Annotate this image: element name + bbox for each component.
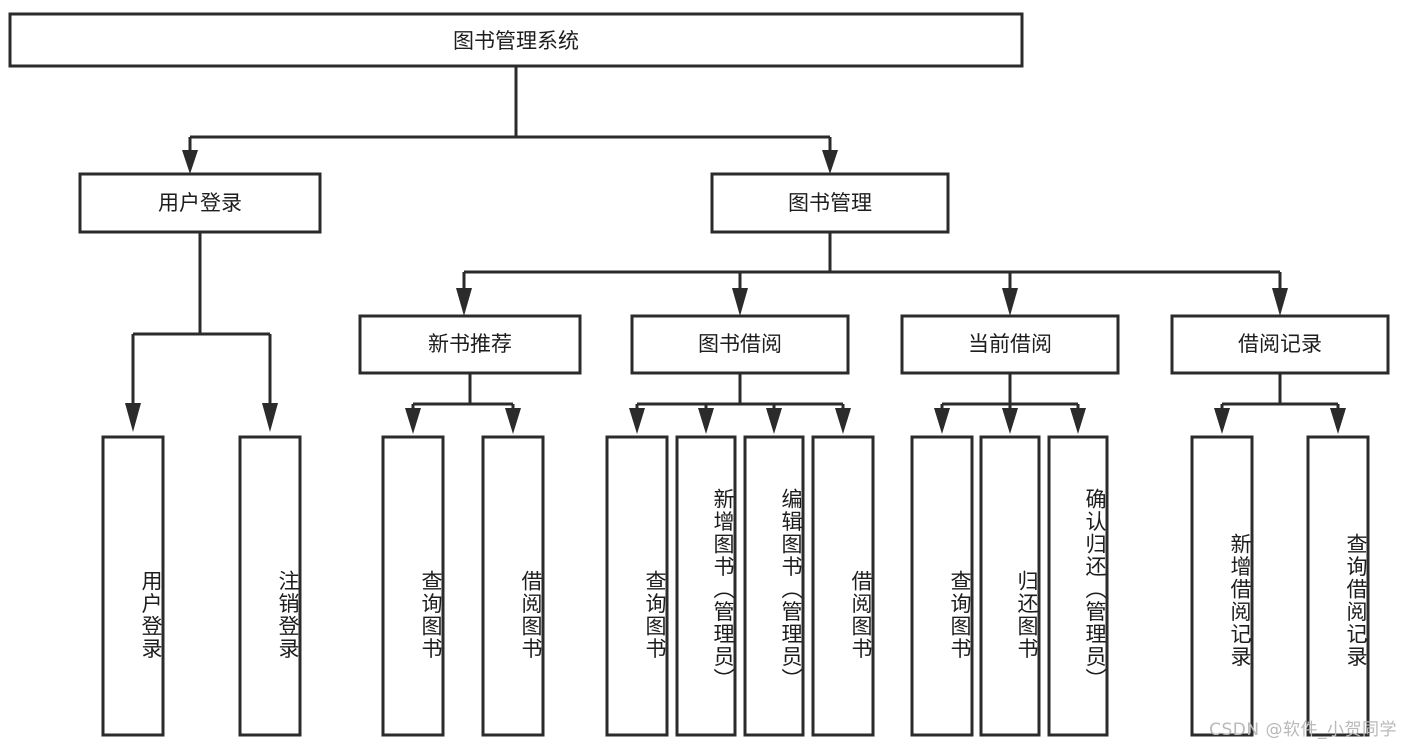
node-box-leaf-book-borrow-1[interactable] (605, 435, 669, 737)
node-box-borrow-records[interactable] (1170, 314, 1390, 375)
connector-group-root (182, 66, 838, 174)
arrow-current-borrow-leaf-1 (934, 408, 950, 434)
arrow-book-borrow-leaf-4 (835, 408, 851, 434)
node-box-leaf-new-book-2[interactable] (481, 435, 545, 737)
node-box-leaf-new-book-1[interactable] (381, 435, 445, 737)
node-label-book-management: 图书管理 (788, 191, 872, 215)
connector-group-new-book (405, 373, 521, 434)
node-label-root: 图书管理系统 (453, 29, 579, 53)
arrow-new-book-leaf-1 (405, 408, 421, 434)
connector-group-current-borrow (934, 373, 1086, 434)
node-label-borrow-records: 借阅记录 (1238, 332, 1322, 356)
node-label-user-login: 用户登录 (158, 191, 242, 215)
arrow-user-login-leaf-1 (125, 403, 141, 432)
node-label-new-book-recommend: 新书推荐 (428, 332, 512, 356)
arrow-user-login-leaf-2 (262, 403, 278, 432)
node-box-leaf-book-borrow-4[interactable] (811, 435, 875, 737)
node-box-leaf-user-login-2[interactable] (238, 435, 302, 737)
arrow-book-mgmt-to-records (1272, 288, 1288, 316)
arrow-root-to-user-login (182, 150, 198, 174)
arrow-book-borrow-leaf-2 (698, 408, 714, 434)
node-box-leaf-book-borrow-2[interactable] (675, 435, 737, 737)
arrow-root-to-book-mgmt (822, 150, 838, 174)
connector-group-book-borrow (629, 373, 851, 434)
arrow-current-borrow-leaf-2 (1002, 408, 1018, 434)
node-box-leaf-current-borrow-2[interactable] (979, 435, 1041, 737)
arrow-new-book-leaf-2 (505, 408, 521, 434)
node-box-leaf-book-borrow-3[interactable] (743, 435, 805, 737)
arrow-book-borrow-leaf-1 (629, 408, 645, 434)
arrow-book-mgmt-to-new-book (456, 288, 472, 316)
node-box-new-book-recommend[interactable] (358, 314, 582, 375)
node-box-leaf-borrow-records-1[interactable] (1190, 435, 1254, 737)
arrow-book-borrow-leaf-3 (766, 408, 782, 434)
node-label-book-borrow: 图书借阅 (698, 332, 782, 356)
node-box-book-borrow[interactable] (630, 314, 850, 375)
connector-group-borrow-records (1214, 373, 1346, 434)
watermark-text: CSDN @软件_小贺同学 (1209, 720, 1397, 740)
connector-group-user-login (125, 232, 278, 432)
connector-group-book-mgmt (456, 232, 1288, 316)
node-box-book-management[interactable] (710, 172, 950, 234)
node-box-leaf-current-borrow-3[interactable] (1047, 435, 1109, 737)
node-box-leaf-current-borrow-1[interactable] (910, 435, 974, 737)
arrow-borrow-records-leaf-2 (1330, 408, 1346, 434)
arrow-current-borrow-leaf-3 (1070, 408, 1086, 434)
node-box-current-borrow[interactable] (900, 314, 1120, 375)
node-box-root[interactable] (8, 12, 1024, 68)
arrow-book-mgmt-to-current (1002, 288, 1018, 316)
node-box-leaf-user-login-1[interactable] (101, 435, 165, 737)
node-box-leaf-borrow-records-2[interactable] (1306, 435, 1370, 737)
node-box-user-login[interactable] (78, 172, 322, 234)
node-label-current-borrow: 当前借阅 (968, 332, 1052, 356)
arrow-borrow-records-leaf-1 (1214, 408, 1230, 434)
arrow-book-mgmt-to-borrow (732, 288, 748, 316)
